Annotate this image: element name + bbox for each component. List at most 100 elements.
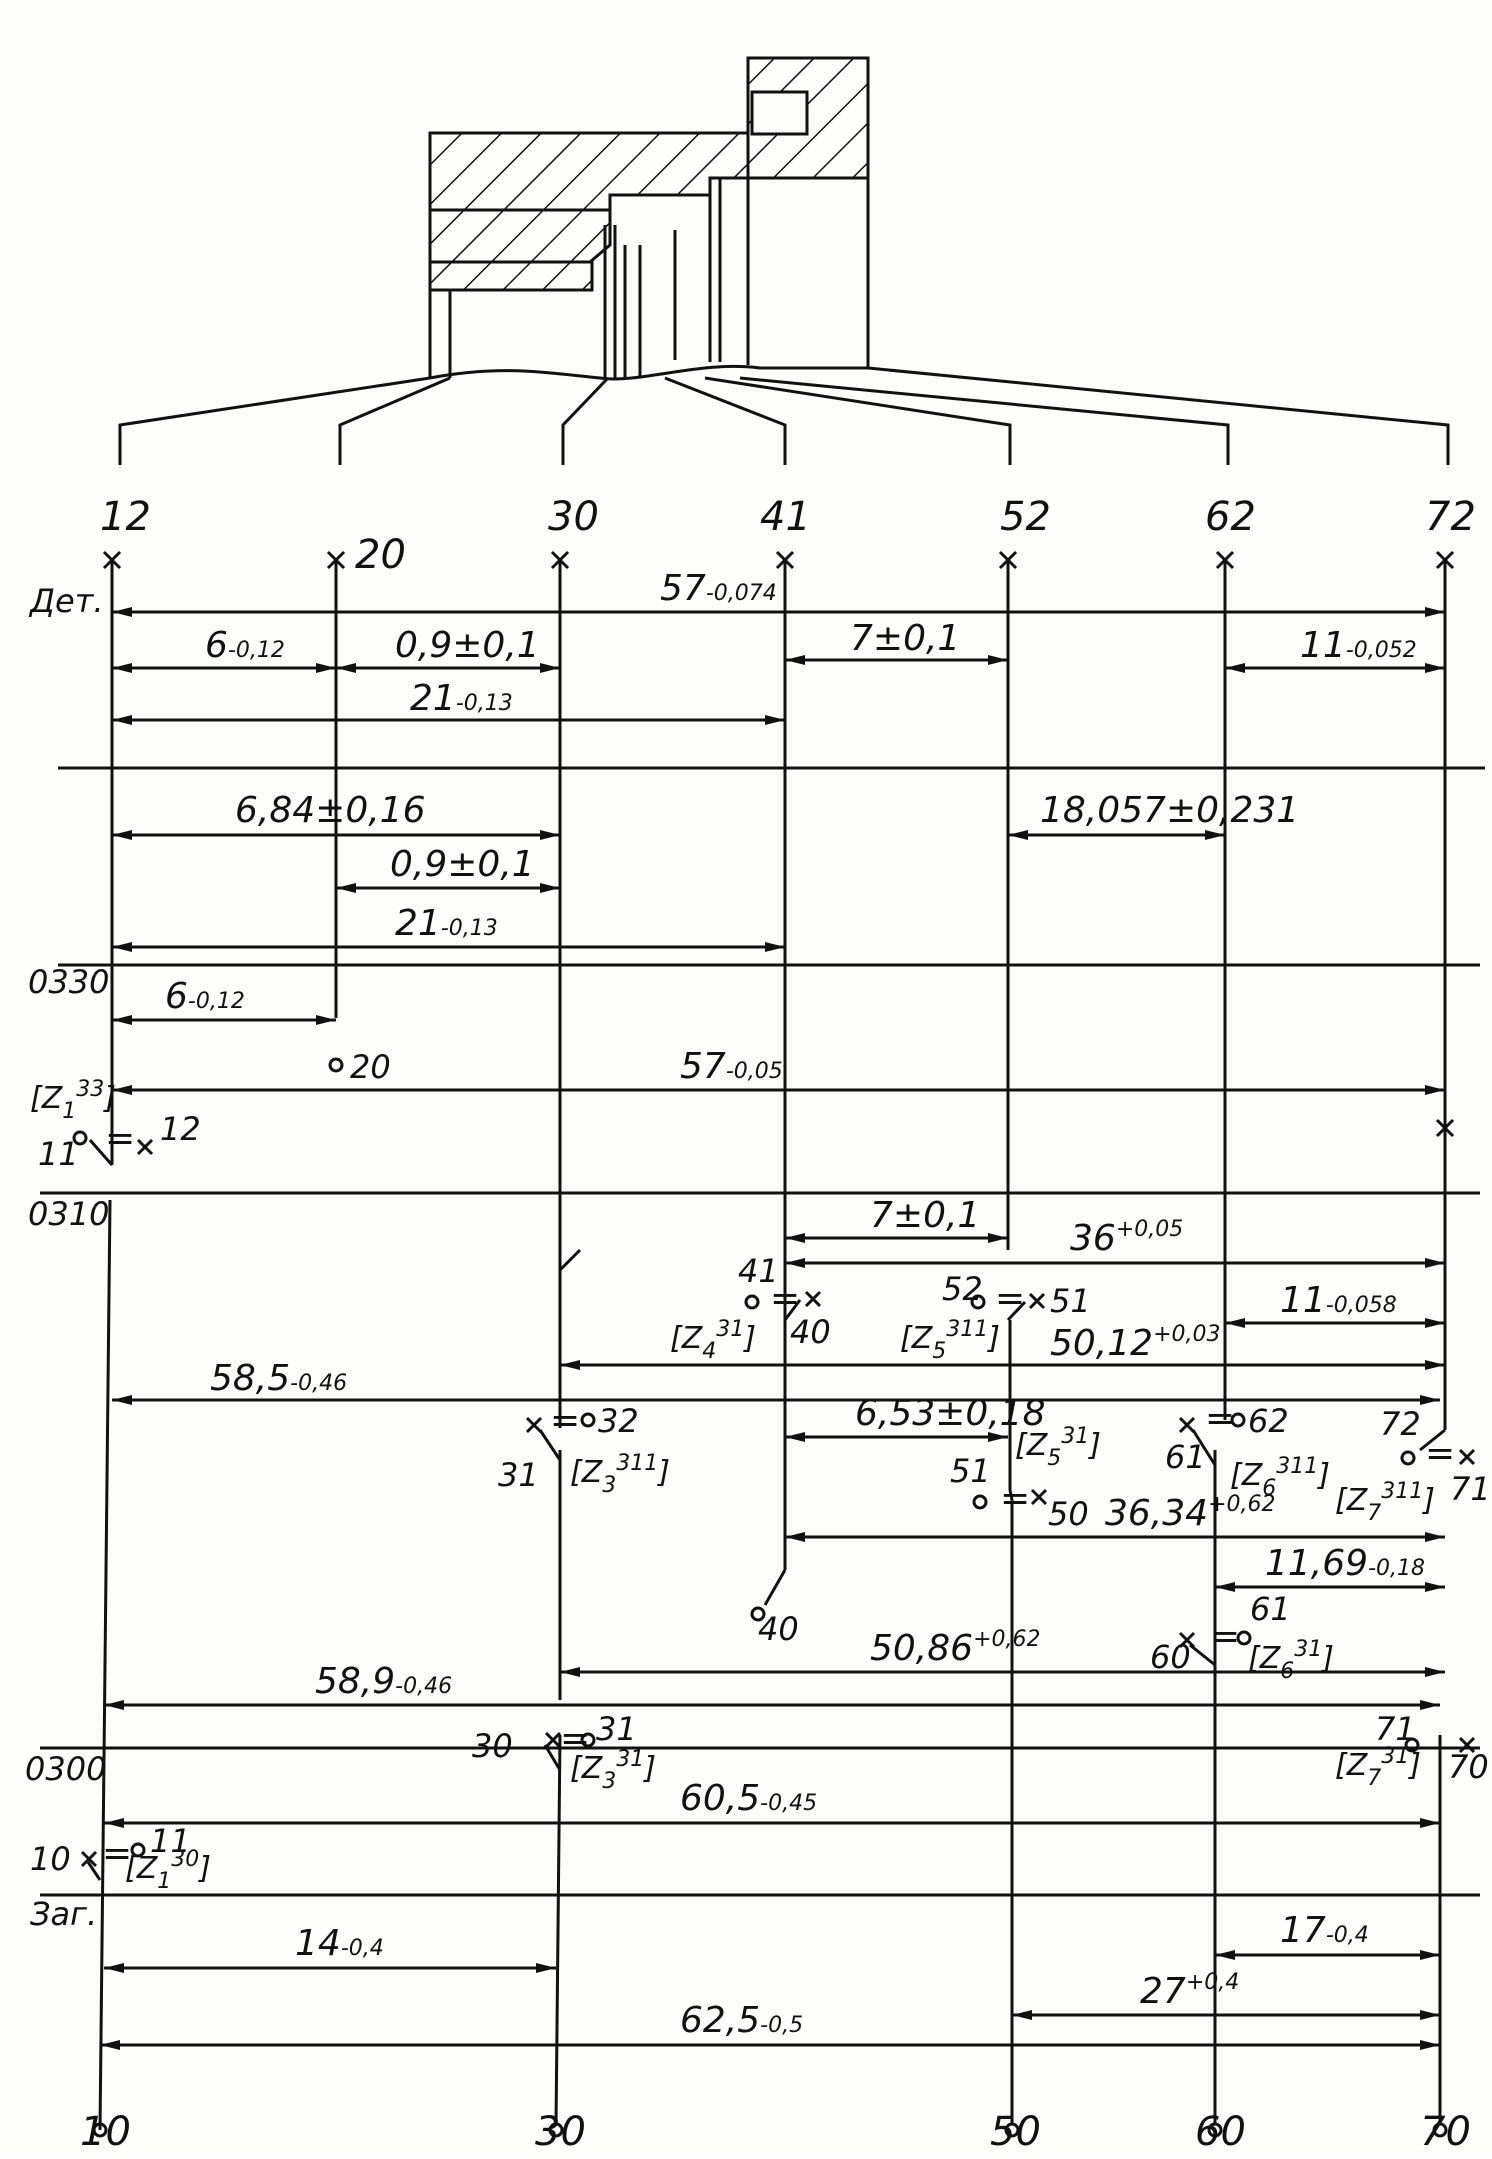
- dim-58-5: 58,5-0,46: [210, 1358, 347, 1399]
- equals-signs: = = = = = = = = = =: [102, 1118, 1455, 1874]
- surface-label: 12: [100, 494, 151, 540]
- svg-text:50: 50: [1048, 1495, 1089, 1533]
- svg-text:32: 32: [598, 1402, 639, 1440]
- allowance-z4-31: [Z431]: [670, 1317, 756, 1364]
- op-0300-label: 0300: [25, 1750, 106, 1788]
- dimension-texts: 57-0,074 6-0,12 0,9±0,1 7±0,1 11-0,052 2…: [165, 568, 1425, 2041]
- dim-21-0330: 21-0,13: [395, 903, 498, 944]
- svg-text:=: =: [1210, 1616, 1240, 1657]
- surface-label: 10: [80, 2109, 131, 2154]
- op-0330-label: 0330: [28, 963, 109, 1001]
- svg-text:40: 40: [790, 1313, 831, 1351]
- dim-57-0330: 57-0,05: [680, 1046, 783, 1087]
- surface-label: 52: [1000, 494, 1051, 540]
- allowance-z1-33: [Z133]: [30, 1077, 116, 1124]
- surface-label: 30: [548, 494, 599, 540]
- dim-11-0310: 11-0,058: [1280, 1280, 1397, 1321]
- surface-label: 41: [760, 494, 811, 540]
- svg-text:52: 52: [942, 1270, 983, 1308]
- svg-text:72: 72: [1380, 1405, 1421, 1443]
- svg-text:11: 11: [150, 1822, 191, 1860]
- svg-text:10: 10: [30, 1840, 71, 1878]
- surface-label: 30: [535, 2109, 586, 2154]
- svg-text:11: 11: [38, 1135, 79, 1173]
- dim-11-detail: 11-0,052: [1300, 625, 1417, 666]
- svg-text:70: 70: [1448, 1748, 1489, 1786]
- dim-50-12: 50,12+0,03: [1050, 1322, 1220, 1364]
- allowance-z6-311: [Z6311]: [1230, 1454, 1330, 1501]
- allowance-z5-31: [Z531]: [1015, 1424, 1101, 1471]
- dim-18-057: 18,057±0,231: [1040, 790, 1299, 831]
- dimension-arrows: [100, 607, 1445, 2050]
- dim-6-detail: 6-0,12: [205, 625, 285, 666]
- svg-text:40: 40: [758, 1610, 799, 1648]
- surface-label: 60: [1195, 2109, 1246, 2154]
- svg-text:71: 71: [1450, 1470, 1491, 1508]
- svg-text:=: =: [550, 1400, 580, 1441]
- dim-6-53: 6,53±0,18: [855, 1393, 1045, 1434]
- svg-text:=: =: [102, 1833, 132, 1874]
- dim-60-5: 60,5-0,45: [680, 1778, 817, 1819]
- surface-number-marks: 20 12 11 41 40 52 51 32 31 62 61 72 71 5…: [30, 1048, 1491, 1878]
- svg-text:=: =: [995, 1278, 1025, 1319]
- dim-7-0310: 7±0,1: [870, 1195, 980, 1236]
- svg-text:41: 41: [738, 1252, 779, 1290]
- dim-6-84: 6,84±0,16: [235, 790, 425, 831]
- dim-58-9: 58,9-0,46: [315, 1661, 452, 1702]
- svg-text:61: 61: [1250, 1590, 1291, 1628]
- operation-separators: [40, 766, 1485, 1897]
- allowance-z1-30: [Z130]: [125, 1847, 211, 1894]
- allowance-labels: [Z133] [Z431] [Z5311] [Z3311] [Z531] [Z6…: [30, 1077, 1435, 1894]
- svg-text:60: 60: [1150, 1638, 1191, 1676]
- surface-label: 72: [1425, 494, 1476, 540]
- svg-text:51: 51: [1050, 1282, 1091, 1320]
- dim-27: 27+0,4: [1140, 1970, 1239, 2012]
- op-0310-label: 0310: [28, 1195, 109, 1233]
- operation-labels: Дет. 0330 0310 0300 Заг.: [25, 582, 109, 1933]
- surface-labels-bottom: 10 30 50 60 70: [80, 2109, 1471, 2155]
- allowance-z3-31: [Z331]: [570, 1747, 656, 1794]
- svg-text:=: =: [1205, 1398, 1235, 1439]
- dim-7-detail: 7±0,1: [850, 618, 960, 659]
- dim-50-86: 50,86+0,62: [870, 1627, 1040, 1669]
- svg-text:31: 31: [498, 1456, 539, 1494]
- svg-text:31: 31: [596, 1710, 637, 1748]
- dim-0-9-0330: 0,9±0,1: [390, 844, 535, 885]
- allowance-z7-311: [Z7311]: [1335, 1479, 1435, 1526]
- dim-0-9-detail: 0,9±0,1: [395, 625, 540, 666]
- dim-36: 36+0,05: [1070, 1217, 1183, 1259]
- surface-labels-top: 12 30 41 52 62 72 20: [100, 494, 1476, 578]
- surface-label: 50: [990, 2109, 1041, 2154]
- svg-text:=: =: [770, 1278, 800, 1319]
- svg-text:62: 62: [1248, 1402, 1289, 1440]
- svg-text:12: 12: [160, 1110, 201, 1148]
- allowance-z5-311: [Z5311]: [900, 1317, 1000, 1364]
- svg-text:=: =: [560, 1718, 590, 1759]
- dim-14: 14-0,4: [295, 1923, 384, 1964]
- svg-text:51: 51: [950, 1452, 991, 1490]
- dim-62-5: 62,5-0,5: [680, 2000, 803, 2041]
- allowance-z3-311: [Z3311]: [570, 1451, 670, 1498]
- surface-label: 20: [355, 532, 406, 578]
- dim-17: 17-0,4: [1280, 1910, 1369, 1951]
- dim-6-0330: 6-0,12: [165, 976, 245, 1017]
- svg-text:30: 30: [472, 1727, 513, 1765]
- surface-label: 62: [1205, 494, 1256, 540]
- cross-marks-top: [102, 550, 1455, 570]
- op-detail-label: Дет.: [28, 582, 104, 620]
- dim-57-detail: 57-0,074: [660, 568, 777, 609]
- surface-label: 70: [1420, 2109, 1471, 2154]
- svg-text:=: =: [1425, 1433, 1455, 1474]
- op-blank-label: Заг.: [30, 1895, 97, 1933]
- svg-text:=: =: [105, 1118, 135, 1159]
- allowance-z6-31: [Z631]: [1248, 1637, 1334, 1684]
- svg-text:=: =: [1000, 1478, 1030, 1519]
- dim-11-69: 11,69-0,18: [1265, 1543, 1425, 1584]
- allowance-z7-31: [Z731]: [1335, 1744, 1421, 1791]
- leader-lines: [118, 366, 1450, 465]
- part-sketch: [428, 56, 870, 381]
- dim-21-detail: 21-0,13: [410, 678, 513, 719]
- svg-text:20: 20: [350, 1048, 391, 1086]
- dim-36-34: 36,34+0,62: [1105, 1492, 1275, 1534]
